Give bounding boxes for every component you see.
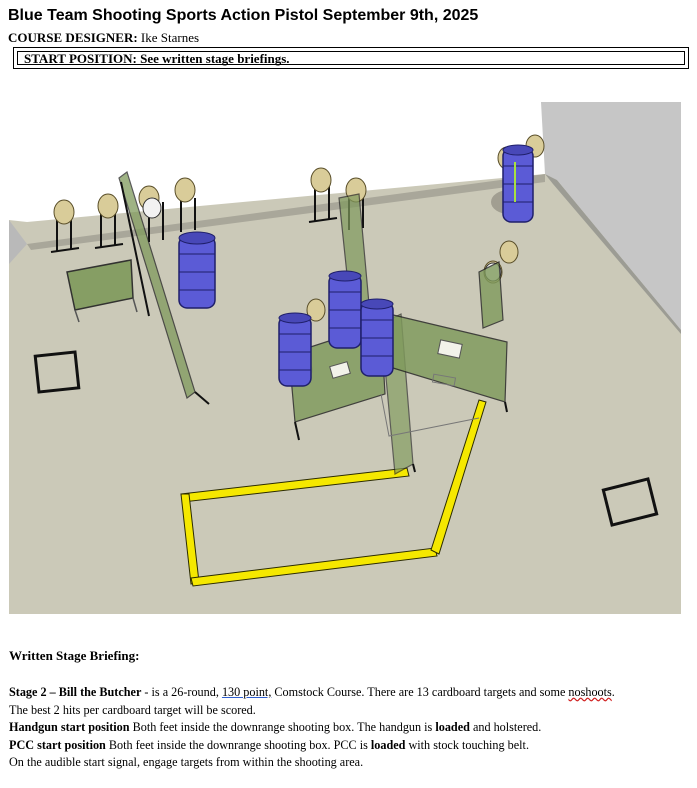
pcc-start: PCC start position Both feet inside the … [9, 737, 694, 755]
briefing-line-2: The best 2 hits per cardboard target wil… [9, 702, 256, 717]
point-total: 130 point, [221, 685, 272, 699]
wall-panel [478, 261, 504, 329]
briefing-text: Both feet inside the downrange shooting … [129, 720, 436, 734]
barrel-stack [278, 312, 312, 387]
briefing-text: Comstock Course. There are 13 cardboard … [271, 685, 569, 699]
loaded-word: loaded [370, 737, 406, 752]
briefing-text: - is a 26-round, [141, 685, 222, 699]
barrel-stack [502, 144, 534, 223]
wall-panel [66, 259, 138, 323]
loaded-word: loaded [435, 720, 470, 734]
right-berm-wall [541, 102, 681, 330]
designer-name: Ike Starnes [140, 30, 200, 45]
course-designer: COURSE DESIGNER: Ike Starnes [8, 30, 199, 46]
noshoot-target [142, 197, 162, 219]
barrel-stack [360, 298, 394, 377]
pcc-label: PCC start position [9, 737, 106, 752]
start-position-text: START POSITION: See written stage briefi… [17, 51, 685, 66]
stage-title: Stage 2 – Bill the Butcher [9, 685, 142, 699]
stage-diagram [9, 102, 681, 614]
start-position-box: START POSITION: See written stage briefi… [13, 47, 689, 69]
noshoots-word: noshoots [568, 685, 612, 699]
stage-briefing: Stage 2 – Bill the Butcher - is a 26-rou… [9, 684, 694, 772]
shooting-box-right [601, 477, 659, 527]
briefing-text: Both feet inside the downrange shooting … [105, 737, 371, 752]
start-signal-line: On the audible start signal, engage targ… [9, 755, 364, 769]
briefing-text: and holstered. [469, 720, 542, 734]
briefing-line-1: Stage 2 – Bill the Butcher - is a 26-rou… [9, 684, 694, 702]
handgun-start: Handgun start position Both feet inside … [9, 719, 694, 737]
shooting-box-left [33, 350, 81, 394]
page-title: Blue Team Shooting Sports Action Pistol … [8, 7, 479, 24]
barrel-stack [178, 231, 216, 309]
briefing-text: with stock touching belt. [405, 737, 529, 752]
designer-label: COURSE DESIGNER: [8, 30, 138, 45]
barrel-stack [328, 270, 362, 349]
handgun-label: Handgun start position [9, 720, 130, 734]
briefing-text: . [611, 685, 615, 699]
left-berm-wall [9, 220, 27, 264]
briefing-heading: Written Stage Briefing: [9, 648, 140, 663]
fault-line [180, 399, 487, 587]
